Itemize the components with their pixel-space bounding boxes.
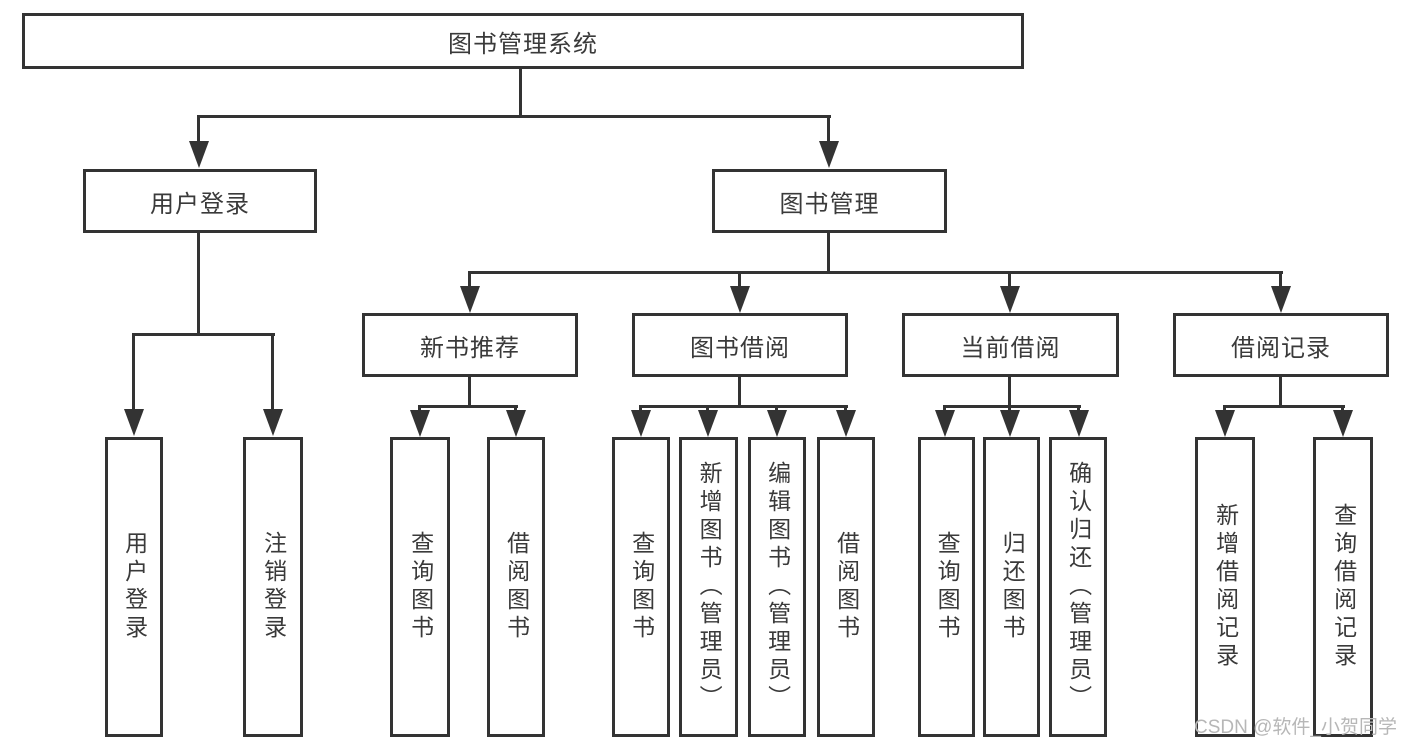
node-leaf-borrow-book-2-label: 借阅图书 [833,531,860,643]
connector-line [844,405,847,413]
connector-line [738,271,741,289]
arrow-down-icon [189,141,209,168]
connector-line [468,271,1283,274]
node-borrow-records: 借阅记录 [1173,313,1389,377]
node-book-borrow: 图书借阅 [632,313,848,377]
node-new-book-recommend: 新书推荐 [362,313,578,377]
node-book-management: 图书管理 [712,169,947,233]
node-leaf-query-book-1-label: 查询图书 [407,531,434,643]
arrow-down-icon [631,410,651,437]
arrow-down-icon [1000,286,1020,313]
connector-line [197,115,200,144]
connector-line [943,405,946,413]
node-root-label: 图书管理系统 [448,30,598,58]
node-leaf-logout-label: 注销登录 [260,531,287,643]
arrow-down-icon [506,410,526,437]
node-leaf-borrow-book-1-label: 借阅图书 [503,531,530,643]
node-new-book-recommend-label: 新书推荐 [420,334,520,362]
node-leaf-edit-book-admin-label: 编辑图书（管理员） [764,461,791,713]
arrow-down-icon [1271,286,1291,313]
node-user-login: 用户登录 [83,169,317,233]
connector-line [1077,405,1080,413]
arrow-down-icon [263,409,283,436]
arrow-down-icon [767,410,787,437]
node-leaf-user-login-label: 用户登录 [121,531,148,643]
node-leaf-query-book-2: 查询图书 [612,437,670,737]
csdn-watermark: CSDN @软件_小贺同学 [1194,717,1397,738]
node-leaf-add-borrow-record: 新增借阅记录 [1195,437,1255,737]
node-leaf-query-book-3: 查询图书 [918,437,975,737]
node-leaf-logout: 注销登录 [243,437,303,737]
arrow-down-icon [460,286,480,313]
node-leaf-confirm-return-admin: 确认归还（管理员） [1049,437,1107,737]
connector-line [1223,405,1226,413]
connector-line [639,405,848,408]
node-leaf-query-book-3-label: 查询图书 [934,531,961,643]
node-leaf-add-borrow-record-label: 新增借阅记录 [1212,503,1239,671]
connector-line [639,405,642,413]
connector-line [1341,405,1344,413]
arrow-down-icon [1000,410,1020,437]
connector-line [197,115,831,118]
connector-line [271,333,274,411]
node-current-borrow: 当前借阅 [902,313,1119,377]
arrow-down-icon [124,409,144,436]
arrow-down-icon [1215,410,1235,437]
node-book-borrow-label: 图书借阅 [690,334,790,362]
node-leaf-confirm-return-admin-label: 确认归还（管理员） [1065,461,1092,713]
node-leaf-add-book-admin-label: 新增图书（管理员） [696,461,723,713]
node-leaf-query-book-1: 查询图书 [390,437,450,737]
arrow-down-icon [730,286,750,313]
arrow-down-icon [836,410,856,437]
connector-line [775,405,778,413]
node-leaf-borrow-book-1: 借阅图书 [487,437,545,737]
connector-line [827,233,830,274]
connector-line [1008,271,1011,289]
connector-line [468,271,471,289]
connector-line [1223,405,1345,408]
connector-line [738,377,741,408]
connector-line [1008,377,1011,408]
connector-line [1008,405,1011,413]
arrow-down-icon [935,410,955,437]
node-leaf-edit-book-admin: 编辑图书（管理员） [748,437,806,737]
node-root: 图书管理系统 [22,13,1024,69]
node-leaf-return-book-label: 归还图书 [999,531,1026,643]
connector-line [514,405,517,413]
connector-line [706,405,709,413]
node-borrow-records-label: 借阅记录 [1231,334,1331,362]
node-book-management-label: 图书管理 [779,190,880,218]
connector-line [418,405,421,413]
arrow-down-icon [819,141,839,168]
connector-line [519,69,522,117]
node-leaf-query-book-2-label: 查询图书 [628,531,655,643]
connector-line [197,233,200,336]
connector-line [1279,271,1282,289]
arrow-down-icon [698,410,718,437]
node-leaf-query-borrow-record: 查询借阅记录 [1313,437,1373,737]
connector-line [827,115,830,144]
connector-line [132,333,275,336]
node-leaf-return-book: 归还图书 [983,437,1040,737]
node-leaf-add-book-admin: 新增图书（管理员） [679,437,738,737]
arrow-down-icon [1069,410,1089,437]
node-current-borrow-label: 当前借阅 [960,334,1061,362]
node-leaf-query-borrow-record-label: 查询借阅记录 [1330,503,1357,671]
node-user-login-label: 用户登录 [150,190,250,218]
arrow-down-icon [1333,410,1353,437]
connector-line [943,405,1081,408]
arrow-down-icon [410,410,430,437]
node-leaf-user-login: 用户登录 [105,437,163,737]
connector-line [418,405,518,408]
connector-line [468,377,471,408]
connector-line [132,333,135,411]
connector-line [1279,377,1282,408]
node-leaf-borrow-book-2: 借阅图书 [817,437,875,737]
